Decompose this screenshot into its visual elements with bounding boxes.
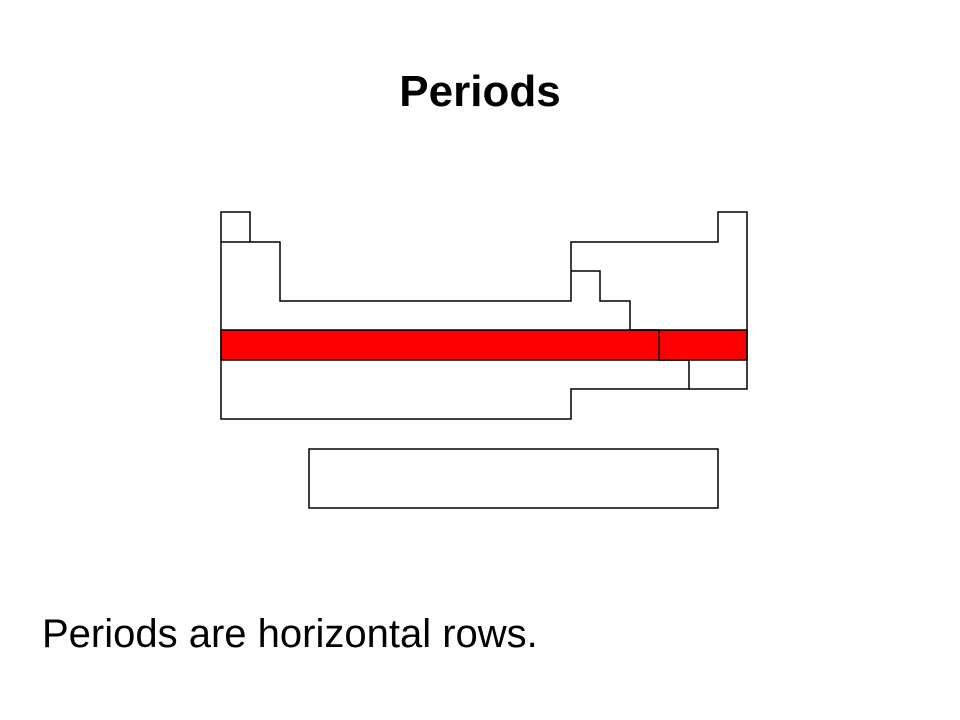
slide-title: Periods — [399, 67, 561, 116]
inner-transition-block — [308, 448, 719, 509]
table-main-outline — [220, 211, 748, 420]
period-highlight-row — [220, 329, 748, 361]
metalloid-staircase-line — [571, 270, 690, 389]
slide-caption: Periods are horizontal rows. — [42, 612, 538, 656]
